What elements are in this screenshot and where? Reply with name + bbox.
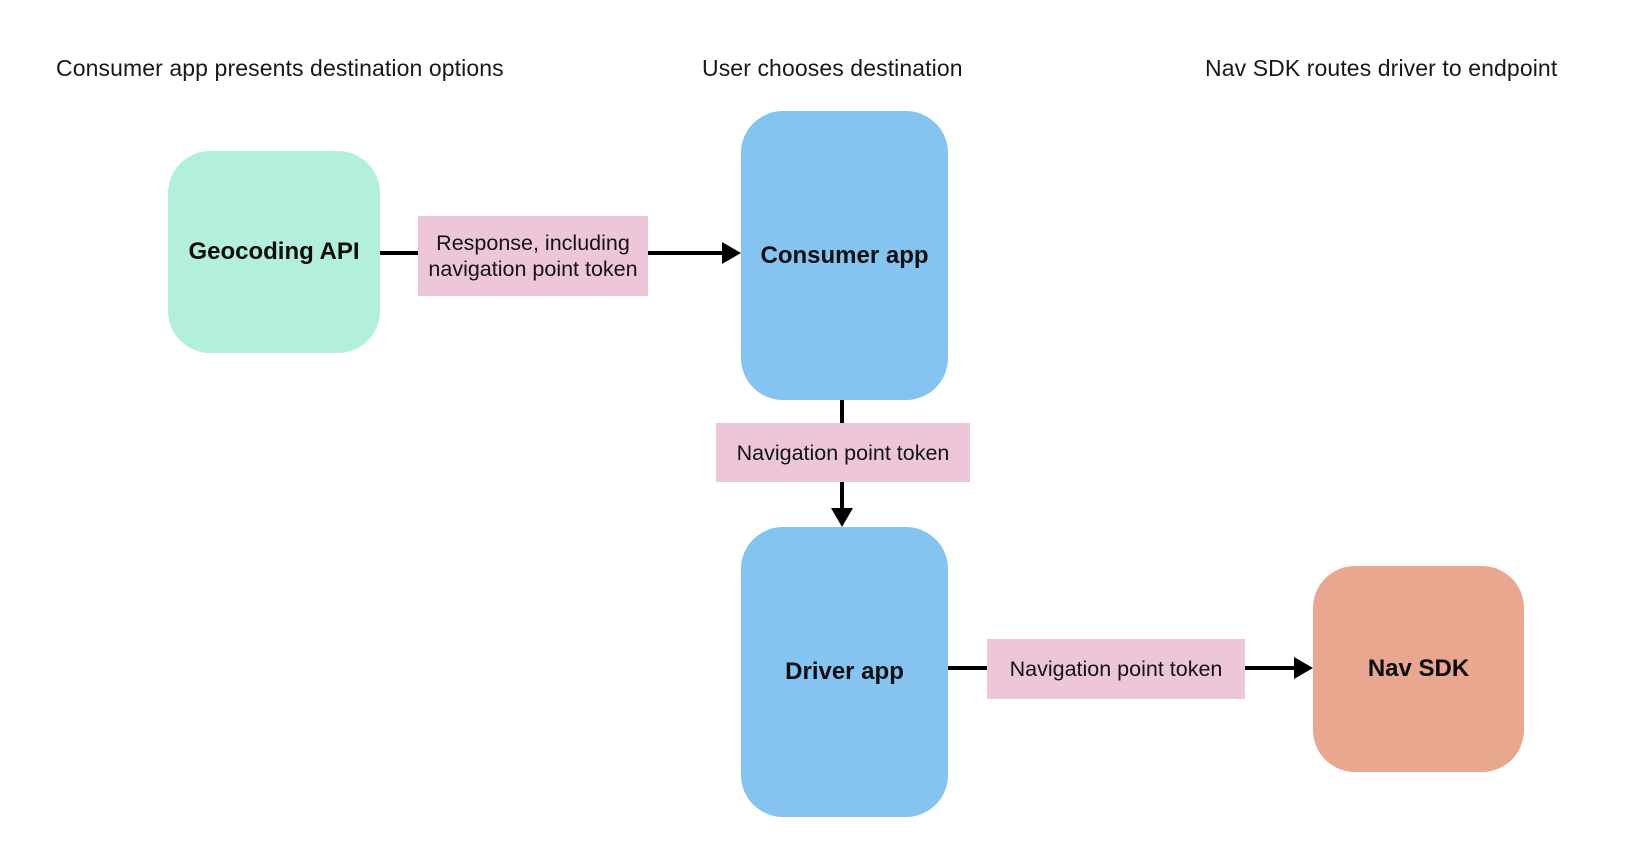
node-driver-app-label: Driver app [785, 658, 904, 685]
node-geocoding-api: Geocoding API [168, 151, 380, 353]
node-geocoding-api-label: Geocoding API [188, 238, 360, 265]
arrowhead-down-icon [831, 508, 853, 527]
arrowhead-right-icon [722, 242, 741, 264]
edge-label-navigation-point-token-vertical: Navigation point token [716, 423, 970, 482]
lane-title-navsdk-routes: Nav SDK routes driver to endpoint [1205, 55, 1558, 81]
arrowhead-right-icon [1294, 657, 1313, 679]
node-consumer-app-label: Consumer app [760, 241, 929, 269]
node-driver-app: Driver app [741, 527, 948, 817]
lane-title-consumer-presents: Consumer app presents destination option… [56, 55, 504, 81]
lane-title-user-chooses: User chooses destination [702, 55, 963, 81]
node-nav-sdk-label: Nav SDK [1367, 655, 1470, 682]
edge-label-response-including-token: Response, including navigation point tok… [418, 216, 648, 296]
node-nav-sdk: Nav SDK [1313, 566, 1524, 772]
node-consumer-app: Consumer app [741, 111, 948, 400]
edge-label-navigation-point-token-horizontal: Navigation point token [987, 639, 1245, 699]
